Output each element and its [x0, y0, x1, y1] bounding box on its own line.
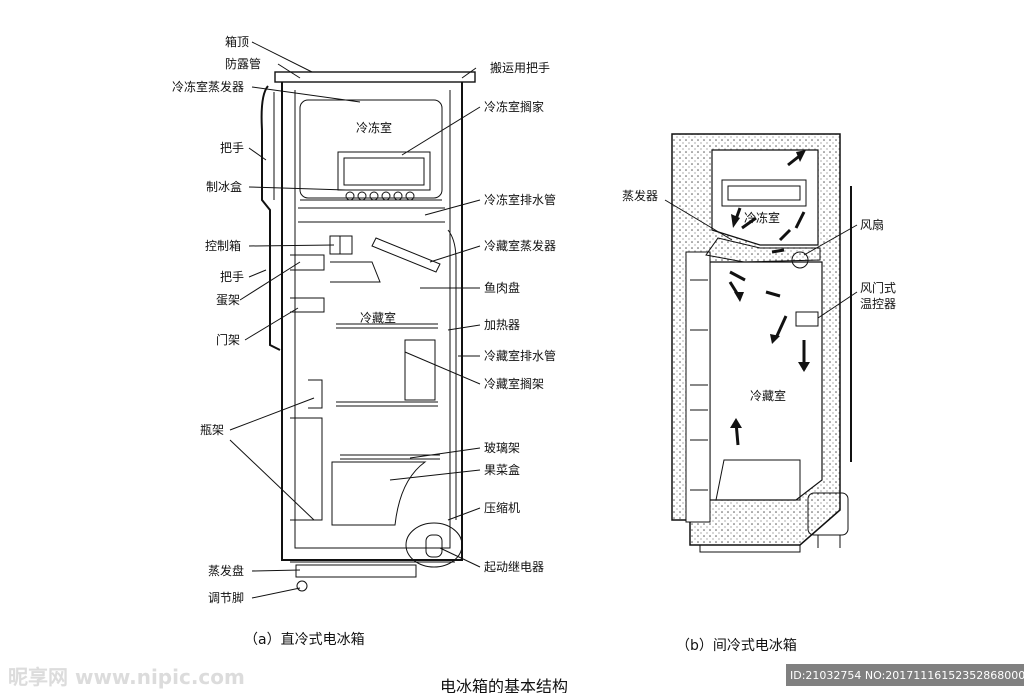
- caption-a: （a）直冷式电冰箱: [244, 631, 365, 648]
- label-b-damper-line1: 风门式: [860, 280, 896, 295]
- compartment-a-fridge: 冷藏室: [360, 310, 396, 325]
- label-fridge-evaporator: 冷藏室蒸发器: [484, 238, 556, 253]
- compartment-b-freezer: 冷冻室: [744, 210, 780, 225]
- fridge-a-left-labels: 箱顶 防露管 冷冻室蒸发器 把手 制冰盒 控制箱 把手 蛋架 门架 瓶架 蒸发盘…: [172, 34, 261, 605]
- compartment-b-fridge: 冷藏室: [750, 388, 786, 403]
- fridge-b-arrowheads: [730, 150, 810, 428]
- label-carry-handle: 搬运用把手: [490, 60, 550, 75]
- label-door-rack: 门架: [216, 332, 240, 347]
- label-freezer-evaporator: 冷冻室蒸发器: [172, 79, 244, 94]
- label-b-damper-line2: 温控器: [860, 297, 896, 311]
- figure-title: 电冰箱的基本结构: [440, 677, 568, 693]
- label-control-box: 控制箱: [205, 238, 241, 253]
- label-condensation-pipe: 防露管: [225, 56, 261, 71]
- watermark-id-bar: [786, 664, 1024, 686]
- label-freezer-drain: 冷冻室排水管: [484, 192, 556, 207]
- label-adjust-foot: 调节脚: [208, 590, 244, 605]
- fridge-b-drawing: [671, 133, 852, 553]
- label-ice-box: 制冰盒: [206, 179, 242, 194]
- watermark-logo: 昵享网 www.nipic.com: [8, 665, 245, 689]
- label-starter-relay: 起动继电器: [484, 560, 544, 574]
- fridge-a-leaders: [229, 41, 481, 599]
- label-handle-upper: 把手: [220, 141, 244, 155]
- label-top: 箱顶: [225, 34, 249, 49]
- label-heater: 加热器: [484, 318, 520, 332]
- compartment-a-freezer: 冷冻室: [356, 120, 392, 135]
- label-compressor: 压缩机: [484, 500, 520, 515]
- watermark-id: ID:21032754 NO:20171116152352868000: [790, 669, 1024, 682]
- label-bottle-rack: 瓶架: [200, 423, 224, 437]
- label-egg-rack: 蛋架: [216, 293, 240, 307]
- label-evaporation-tray: 蒸发盘: [208, 563, 244, 578]
- label-fridge-shelf: 冷藏室搁架: [484, 376, 544, 391]
- fridge-b-leaders: [664, 199, 858, 319]
- label-b-evaporator: 蒸发器: [622, 188, 658, 203]
- label-vegetable-box: 果菜盒: [484, 462, 520, 477]
- label-handle-lower: 把手: [220, 270, 244, 284]
- label-meat-tray: 鱼肉盘: [484, 280, 520, 295]
- fridge-a-right-labels: 搬运用把手 冷冻室搁家 冷冻室排水管 冷藏室蒸发器 鱼肉盘 加热器 冷藏室排水管…: [484, 60, 556, 574]
- label-glass-shelf: 玻璃架: [484, 441, 520, 455]
- label-b-fan: 风扇: [860, 217, 884, 232]
- label-freezer-shelf: 冷冻室搁家: [484, 99, 544, 114]
- fridge-a-drawing: [260, 71, 476, 592]
- caption-b: （b）间冷式电冰箱: [676, 638, 797, 654]
- label-fridge-drain: 冷藏室排水管: [484, 348, 556, 363]
